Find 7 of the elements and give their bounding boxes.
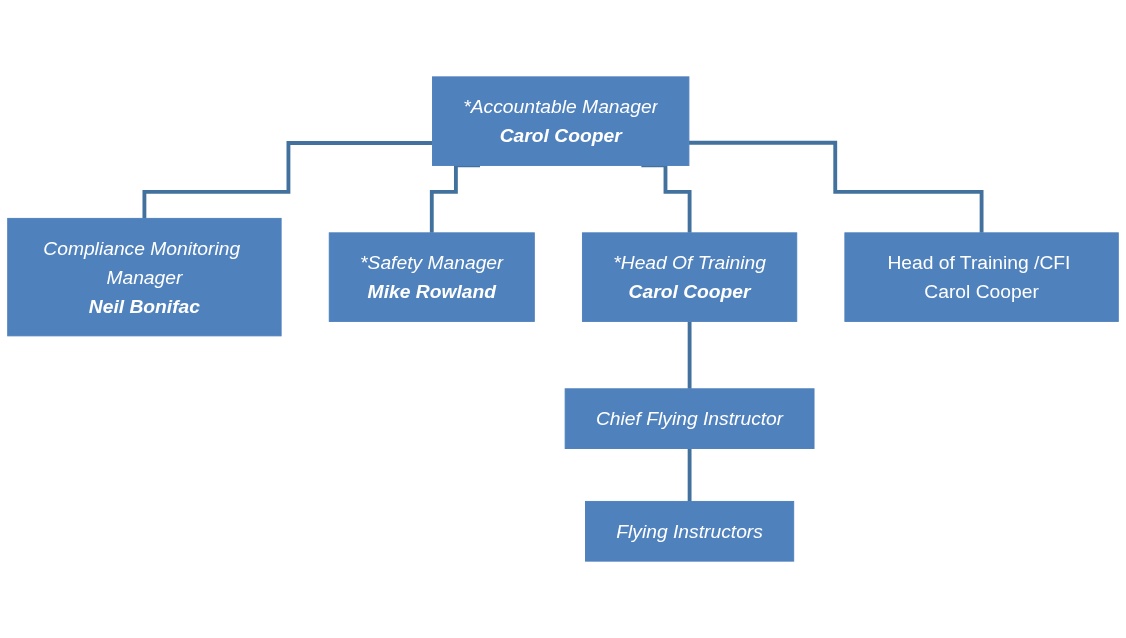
- node-box: Flying Instructors: [585, 500, 795, 562]
- node-box: *Safety Manager Mike Rowland: [328, 232, 535, 322]
- node-box: *Accountable Manager Carol Cooper: [432, 76, 690, 166]
- node-box: Compliance Monitoring Manager Neil Bonifac: [7, 217, 282, 337]
- node-box: Chief Flying Instructor: [564, 388, 815, 449]
- node-box: Head of Training /CFI Carol Cooper: [844, 232, 1119, 322]
- node-box: *Head Of Training Carol Cooper: [581, 232, 798, 322]
